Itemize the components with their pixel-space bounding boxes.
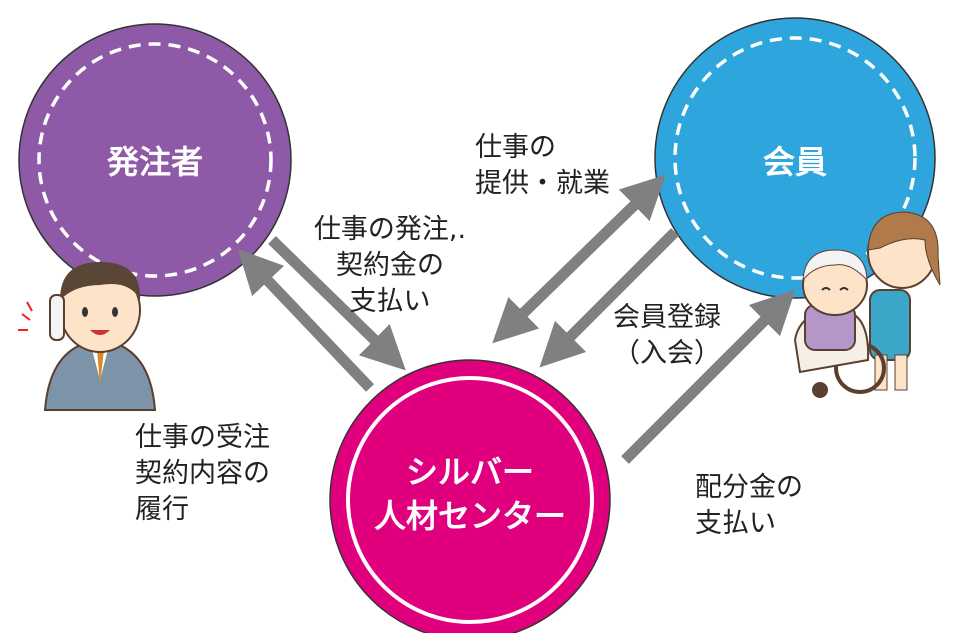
center-node-label: シルバー 人材センター	[373, 453, 566, 535]
client-illustration	[18, 262, 157, 411]
client-node-label: 発注者	[106, 143, 203, 181]
member-node-label: 会員	[762, 143, 827, 181]
edge-label-provide: 仕事の 提供・就業	[475, 132, 610, 199]
edge-label-order: 仕事の発注,. 契約金の 支払い	[313, 214, 467, 317]
arrow-register	[539, 228, 679, 368]
client-circle	[18, 23, 292, 297]
arrow-provide	[492, 174, 666, 344]
arrow-order	[268, 236, 406, 371]
member-illustration	[793, 211, 941, 398]
arrow-fulfill	[237, 249, 374, 392]
center-circle	[329, 359, 611, 633]
edge-label-register: 会員登録 （入会）	[613, 302, 721, 369]
edge-label-distribute: 配分金の 支払い	[695, 472, 803, 539]
member-circle	[654, 17, 936, 299]
edge-label-fulfill: 仕事の受注 契約内容の 履行	[135, 422, 270, 525]
arrow-distribute	[621, 289, 796, 464]
